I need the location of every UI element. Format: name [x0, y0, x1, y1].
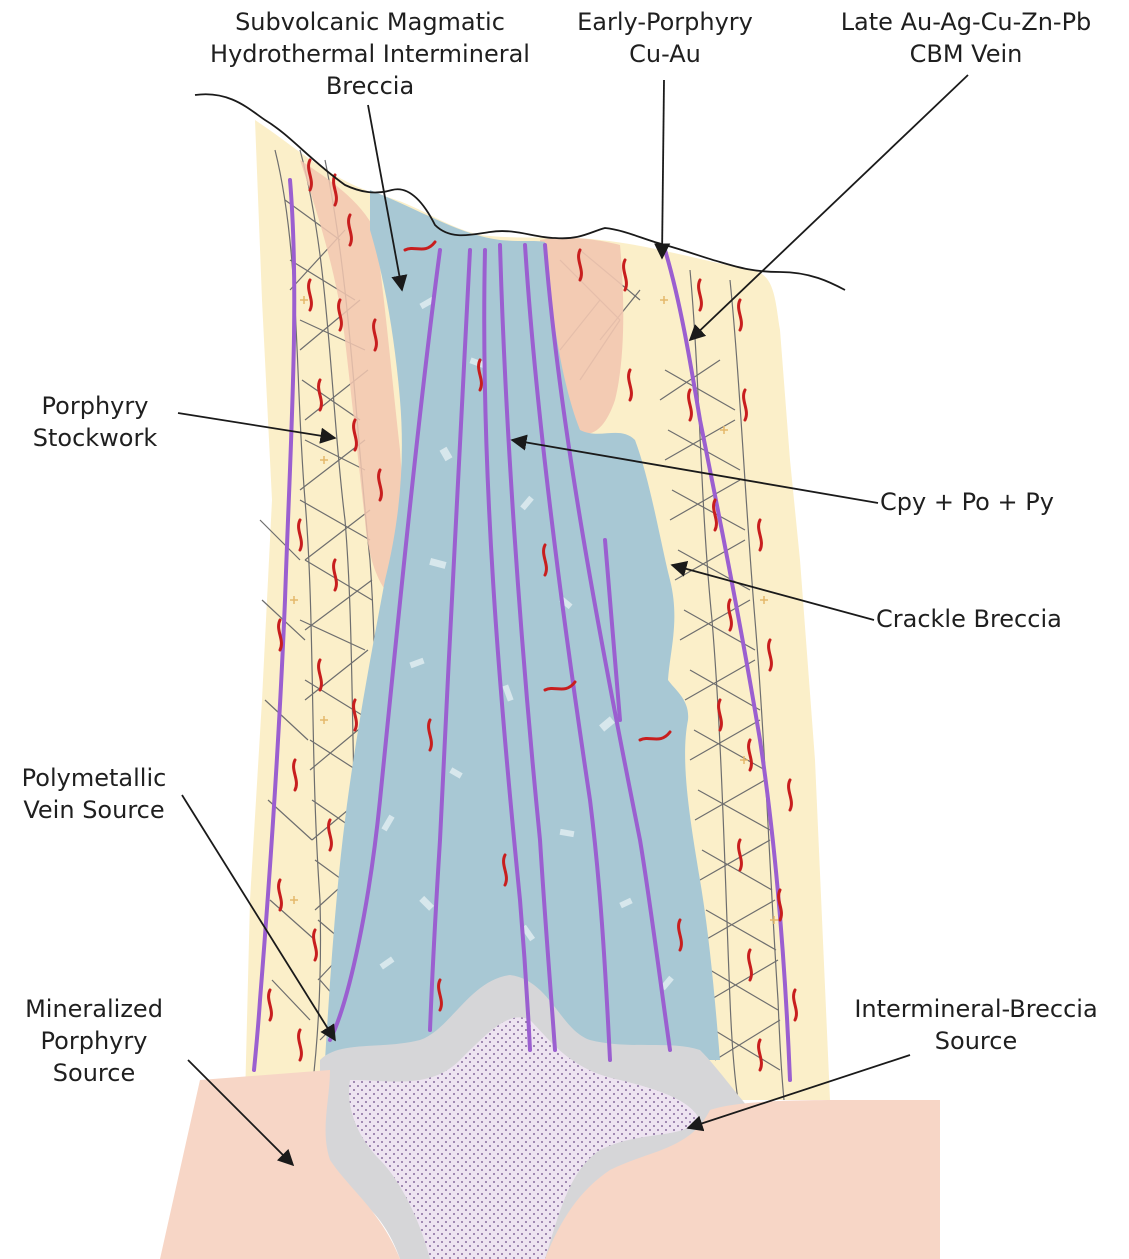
label-line: Crackle Breccia — [876, 603, 1106, 635]
label-line: Subvolcanic Magmatic — [170, 6, 570, 38]
label-subvolcanic-breccia: Subvolcanic Magmatic Hydrothermal Interm… — [170, 6, 570, 102]
label-line: Late Au-Ag-Cu-Zn-Pb — [808, 6, 1124, 38]
label-intermineral-breccia-source: Intermineral-Breccia Source — [826, 993, 1126, 1057]
label-line: Porphyry — [10, 390, 180, 422]
label-porphyry-stockwork: Porphyry Stockwork — [10, 390, 180, 454]
label-sulfides: Cpy + Po + Py — [880, 486, 1080, 518]
label-line: Cpy + Po + Py — [880, 486, 1080, 518]
label-line: Polymetallic — [4, 762, 184, 794]
label-line: Source — [4, 1057, 184, 1089]
label-line: Cu-Au — [565, 38, 765, 70]
label-line: Intermineral-Breccia — [826, 993, 1126, 1025]
label-line: CBM Vein — [808, 38, 1124, 70]
label-polymetallic-vein-source: Polymetallic Vein Source — [4, 762, 184, 826]
label-late-vein: Late Au-Ag-Cu-Zn-Pb CBM Vein — [808, 6, 1124, 70]
label-line: Breccia — [170, 70, 570, 102]
label-line: Source — [826, 1025, 1126, 1057]
label-line: Early-Porphyry — [565, 6, 765, 38]
label-mineralized-porphyry-source: Mineralized Porphyry Source — [4, 993, 184, 1089]
arrow-early-porphyry — [662, 80, 664, 258]
label-line: Hydrothermal Intermineral — [170, 38, 570, 70]
label-line: Stockwork — [10, 422, 180, 454]
label-line: Vein Source — [4, 794, 184, 826]
label-early-porphyry: Early-Porphyry Cu-Au — [565, 6, 765, 70]
label-crackle-breccia: Crackle Breccia — [876, 603, 1106, 635]
label-line: Mineralized — [4, 993, 184, 1025]
arrow-late-vein — [690, 75, 968, 340]
label-line: Porphyry — [4, 1025, 184, 1057]
